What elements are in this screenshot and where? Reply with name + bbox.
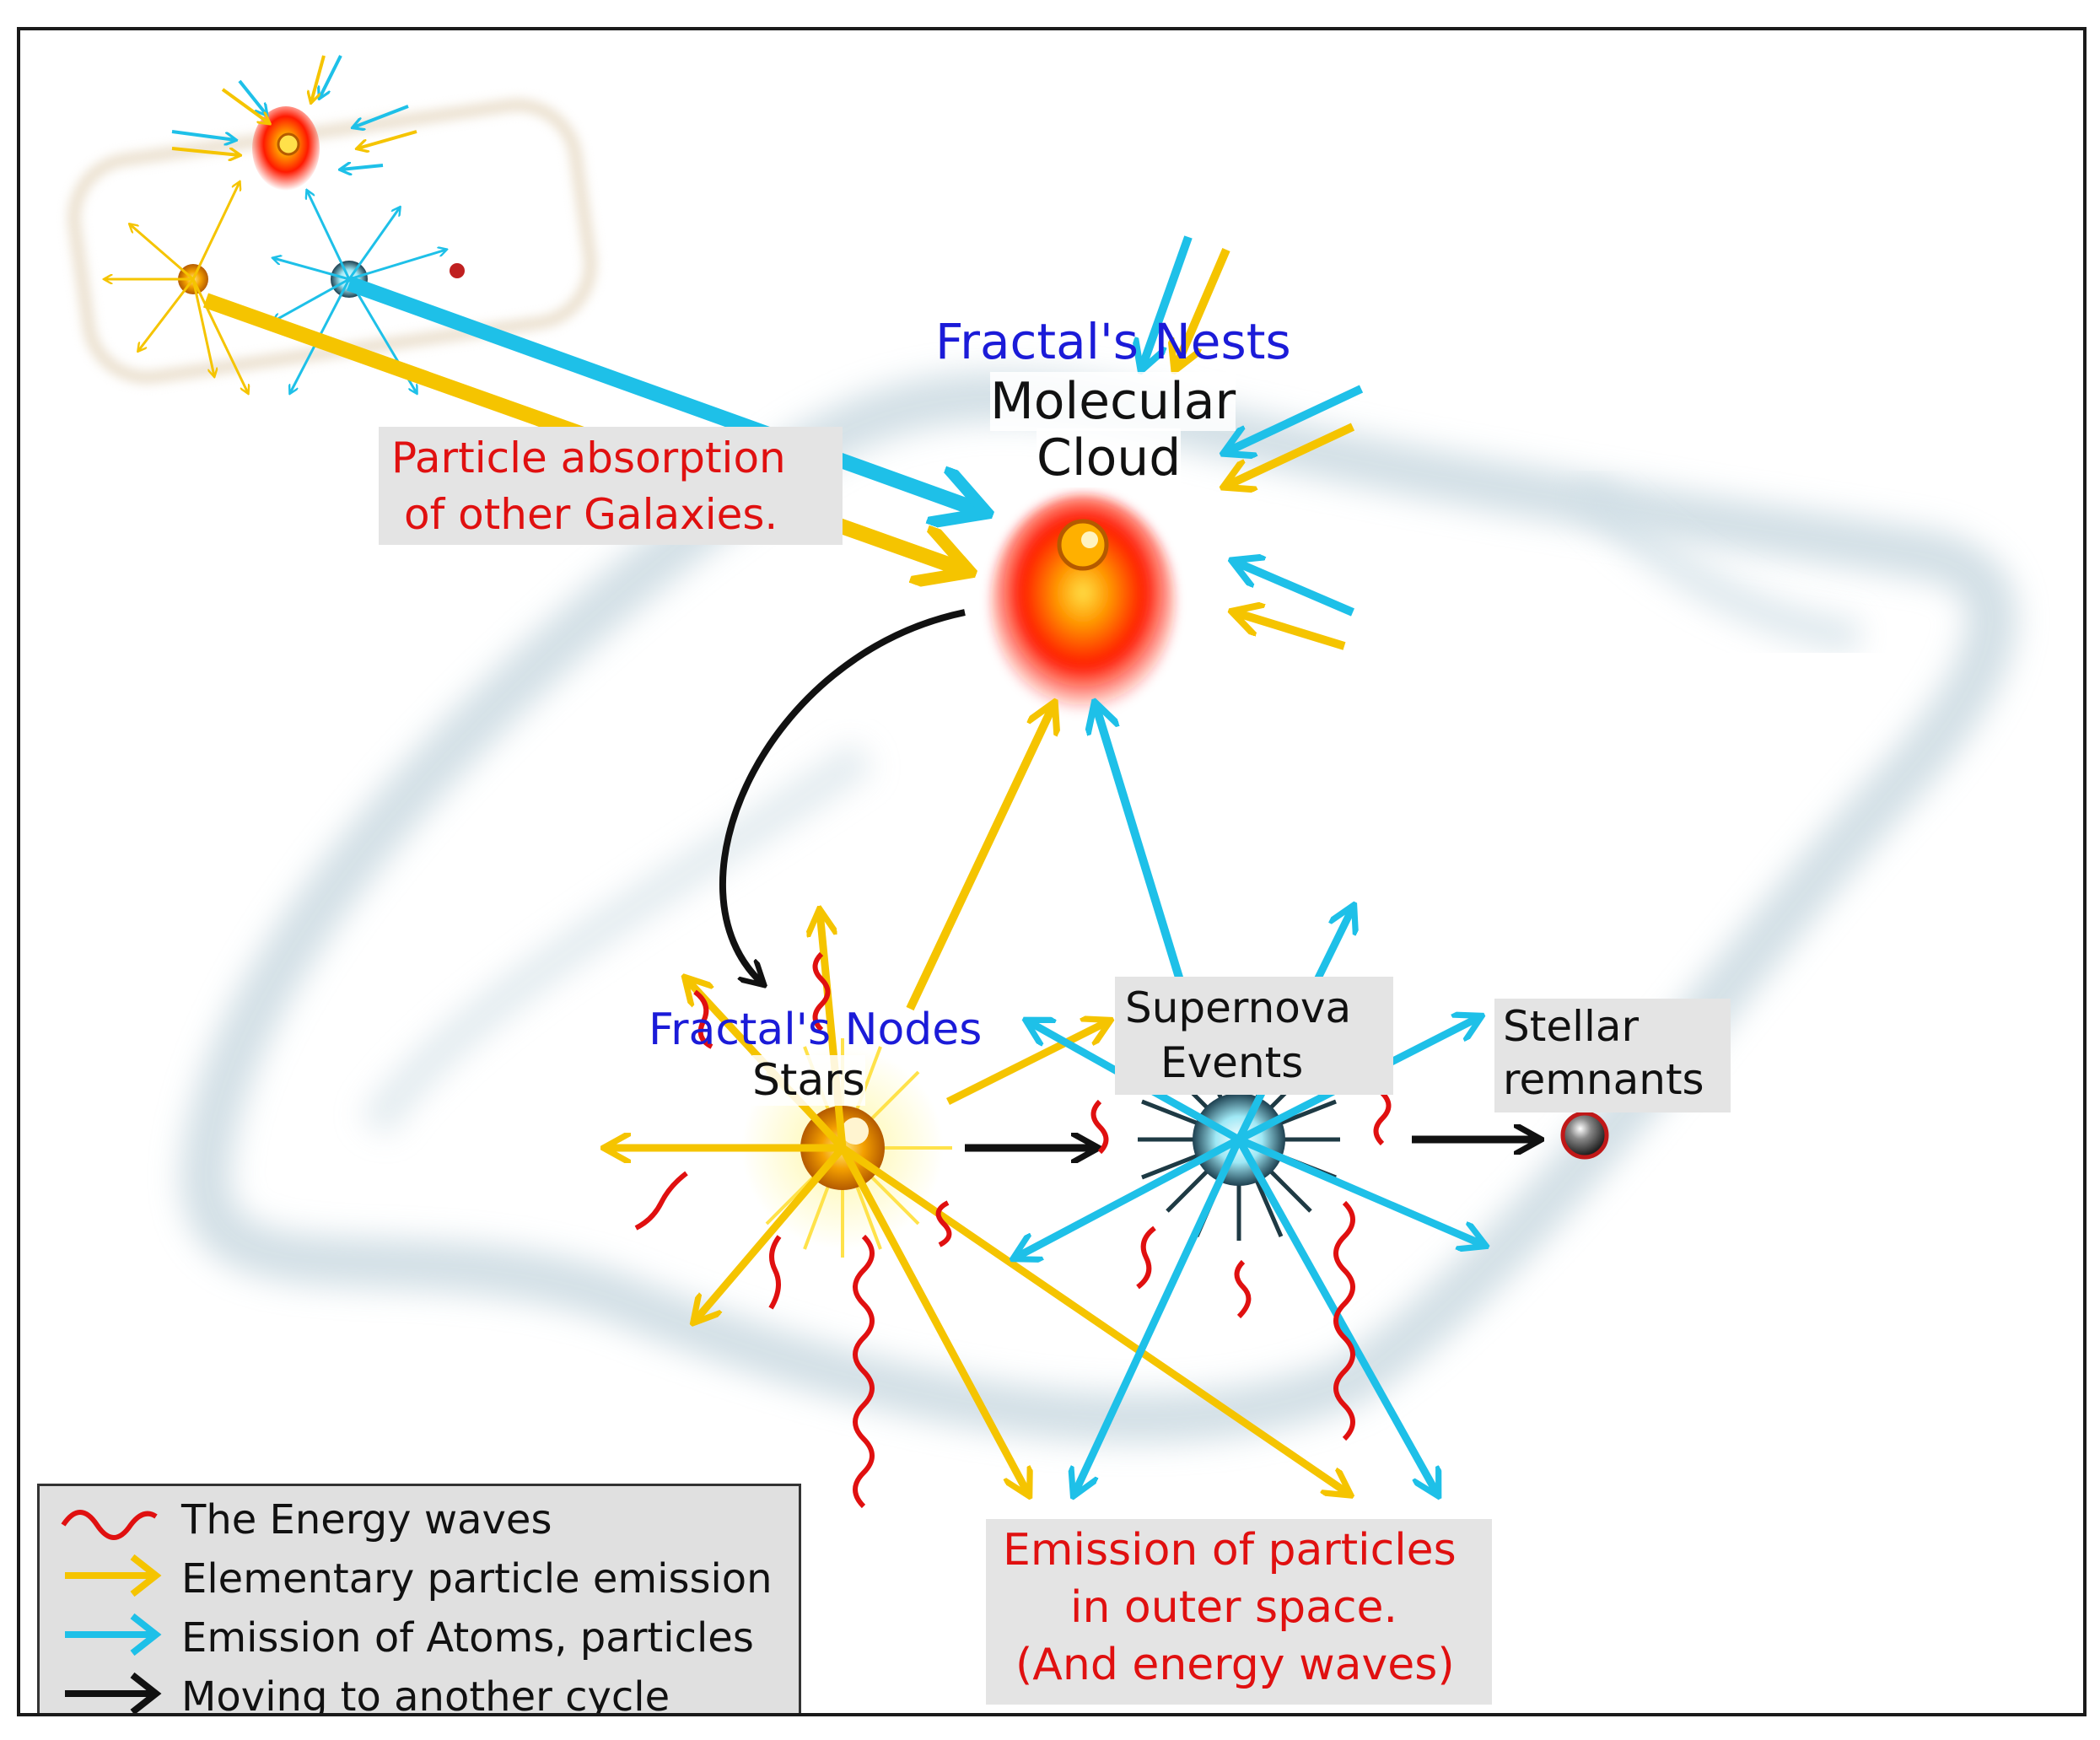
energy-waves <box>634 951 1392 1509</box>
legend-item-atoms-emission: Emission of Atoms, particles <box>40 1608 799 1667</box>
legend-item-elementary-particle: Elementary particle emission <box>40 1549 799 1608</box>
emission-label-line2: in outer space. <box>1070 1582 1398 1633</box>
legend-item-another-cycle: Moving to another cycle <box>40 1667 799 1716</box>
cyan-absorption-arrow <box>346 276 982 511</box>
stellar-remnants-label-line2: remnants <box>1503 1055 1704 1104</box>
emission-label-line3: (And energy waves) <box>1015 1640 1455 1690</box>
legend-label: Moving to another cycle <box>181 1673 670 1716</box>
stars-label: Stars <box>752 1055 865 1106</box>
fractals-nests-label: Fractal's Nests <box>935 313 1291 370</box>
legend: The Energy waves Elementary particle emi… <box>37 1484 801 1716</box>
particle-absorption-label-line2: of other Galaxies. <box>404 490 778 539</box>
supernova-box <box>1115 977 1393 1095</box>
legend-item-energy-waves: The Energy waves <box>40 1490 799 1549</box>
legend-label: Emission of Atoms, particles <box>181 1614 754 1662</box>
cyan-arrow-icon <box>65 1613 162 1657</box>
supernova-label-line1: Supernova <box>1125 983 1352 1032</box>
stellar-remnant-icon <box>1560 1111 1609 1160</box>
cycle-arrow-cloud-to-stars <box>719 609 966 983</box>
fractals-nodes-label: Fractal's Nodes <box>649 1005 983 1055</box>
molecular-cloud-label-line2: Cloud <box>1037 428 1182 488</box>
stellar-remnants-label-line1: Stellar <box>1503 1002 1640 1051</box>
emission-label-line1: Emission of particles <box>1003 1525 1457 1576</box>
particle-absorption-label-line1: Particle absorption <box>391 434 786 482</box>
molecular-cloud-icon <box>990 494 1176 714</box>
legend-label: Elementary particle emission <box>181 1555 773 1603</box>
small-remnant-icon <box>450 263 465 278</box>
emission-outer-space-box <box>986 1519 1492 1705</box>
molecular-cloud-label-line1: Molecular <box>990 372 1236 431</box>
legend-label: The Energy waves <box>181 1496 552 1543</box>
stellar-remnants-box <box>1494 999 1731 1112</box>
diagram-frame: Fractal's Nests Molecular Cloud Particle… <box>17 27 2087 1716</box>
diagram-canvas <box>67 55 2017 1509</box>
yellow-arrow-icon <box>65 1554 162 1597</box>
red-wave-icon <box>61 1510 158 1540</box>
black-arrow-icon <box>65 1672 162 1713</box>
particle-absorption-box <box>379 427 843 545</box>
supernova-label-line2: Events <box>1160 1038 1304 1087</box>
